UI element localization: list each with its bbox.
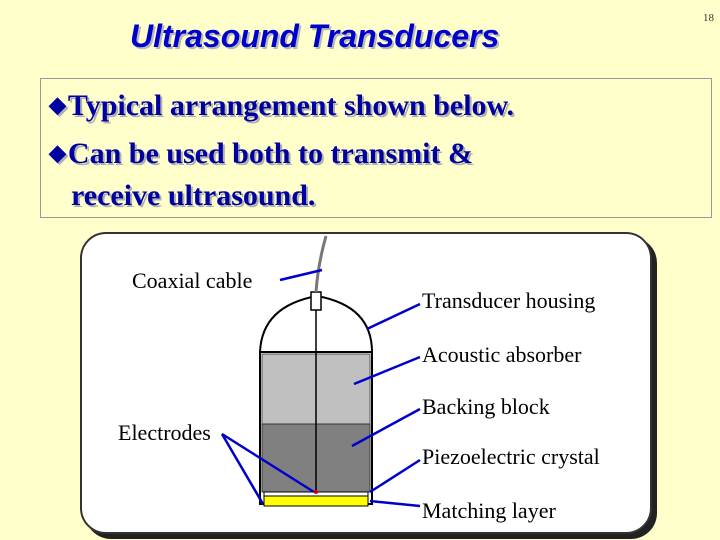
matching-layer (263, 495, 369, 507)
leader-transducer-housing (366, 302, 421, 331)
label-piezoelectric-crystal: Piezoelectric crystal (422, 444, 600, 469)
label-electrodes: Electrodes (118, 420, 211, 445)
transducer-diagram: Coaxial cable Transducer housing Acousti… (80, 232, 652, 534)
bullet-text-continuation: receive ultrasound. (71, 179, 316, 212)
electrode-dot (314, 490, 318, 494)
transducer-diagram-svg: Coaxial cable Transducer housing Acousti… (118, 235, 600, 523)
page-number: 18 (703, 12, 714, 24)
bullet-item: ◆Typical arrangement shown below. (49, 89, 514, 123)
label-acoustic-absorber: Acoustic absorber (422, 342, 582, 367)
label-matching-layer: Matching layer (422, 498, 556, 523)
bullet-item: ◆Can be used both to transmit & (49, 137, 473, 171)
leader-matching-layer (369, 499, 421, 508)
diamond-bullet-icon: ◆ (49, 140, 66, 165)
bullet-text: Typical arrangement shown below. (67, 89, 515, 122)
cable-connector (310, 291, 322, 311)
coaxial-cable (314, 235, 328, 293)
leader-electrodes-b (221, 432, 315, 494)
bullet-text: Can be used both to transmit & (67, 137, 473, 170)
label-coaxial-cable: Coaxial cable (132, 268, 252, 293)
leader-coaxial-cable (279, 268, 323, 282)
leader-backing-block (351, 407, 421, 448)
bullet-list: ◆Typical arrangement shown below. ◆Can b… (40, 78, 712, 218)
label-transducer-housing: Transducer housing (422, 288, 595, 313)
leader-electrodes-a (220, 433, 265, 505)
leader-piezoelectric-crystal (369, 458, 421, 494)
leader-acoustic-absorber (353, 355, 421, 386)
label-backing-block: Backing block (422, 394, 550, 419)
slide-title: Ultrasound Transducers (130, 18, 500, 54)
diamond-bullet-icon: ◆ (49, 92, 66, 117)
leader-lines (220, 268, 421, 508)
